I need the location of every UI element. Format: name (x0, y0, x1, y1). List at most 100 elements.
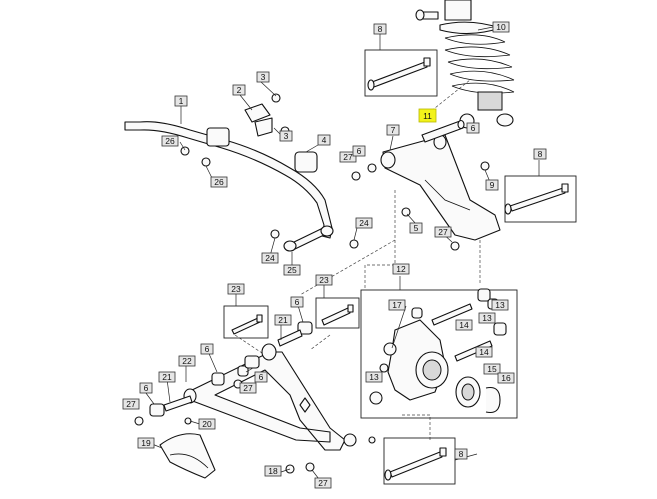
svg-text:14: 14 (479, 347, 489, 357)
svg-text:8: 8 (378, 24, 383, 34)
svg-text:1: 1 (179, 96, 184, 106)
svg-text:6: 6 (259, 372, 264, 382)
callout-4: 4 (317, 134, 331, 146)
svg-text:16: 16 (501, 373, 511, 383)
svg-text:14: 14 (459, 320, 469, 330)
svg-text:6: 6 (295, 297, 300, 307)
callout-18: 18 (264, 465, 282, 477)
callout-9: 9 (485, 179, 499, 191)
svg-text:10: 10 (496, 22, 506, 32)
svg-text:6: 6 (144, 383, 149, 393)
svg-text:13: 13 (482, 313, 492, 323)
svg-text:23: 23 (231, 284, 241, 294)
bolt-box-8-top (364, 49, 438, 97)
callout-8-bottom: 8 (454, 448, 468, 460)
svg-text:13: 13 (495, 300, 505, 310)
svg-text:12: 12 (396, 264, 406, 274)
svg-text:19: 19 (141, 438, 151, 448)
callout-27e: 27 (314, 477, 332, 489)
svg-text:6: 6 (357, 146, 362, 156)
callout-24b: 24 (261, 252, 279, 264)
callout-25: 25 (283, 264, 301, 276)
callout-13a: 13 (491, 299, 509, 311)
svg-text:6: 6 (205, 344, 210, 354)
stabilizer-bar (124, 93, 333, 239)
callout-6e: 6 (254, 371, 268, 383)
callout-15: 15 (483, 363, 501, 375)
bolt-box-23-left (223, 305, 269, 339)
lower-a-arm (183, 343, 376, 451)
callout-20: 20 (198, 418, 216, 430)
callout-6f: 6 (139, 382, 153, 394)
callout-6a: 6 (466, 122, 480, 134)
pivot-tube (421, 119, 465, 143)
callout-6b: 6 (352, 145, 366, 157)
svg-text:23: 23 (319, 275, 329, 285)
svg-text:5: 5 (414, 223, 419, 233)
svg-text:21: 21 (162, 372, 172, 382)
svg-text:6: 6 (471, 123, 476, 133)
callout-14a: 14 (455, 319, 473, 331)
callout-16: 16 (497, 372, 515, 384)
bolt-box-23-right (315, 297, 360, 329)
callout-3a: 3 (256, 71, 270, 83)
svg-text:2: 2 (237, 85, 242, 95)
callout-27b: 27 (434, 226, 452, 238)
bolt-box-8-right (504, 175, 577, 223)
svg-text:3: 3 (284, 131, 289, 141)
callout-3b: 3 (279, 130, 293, 142)
svg-text:24: 24 (265, 253, 275, 263)
svg-text:27: 27 (318, 478, 328, 488)
callout-26a: 26 (161, 135, 179, 147)
svg-text:15: 15 (487, 364, 497, 374)
callout-17: 17 (388, 299, 406, 311)
skid-plate (159, 417, 216, 479)
callout-6d: 6 (200, 343, 214, 355)
callout-12: 12 (392, 263, 410, 275)
bolt-box-8-bottom (383, 437, 456, 485)
callout-22: 22 (178, 355, 196, 367)
callout-13b: 13 (478, 312, 496, 324)
svg-text:9: 9 (490, 180, 495, 190)
callout-1: 1 (174, 95, 188, 107)
svg-text:8: 8 (538, 149, 543, 159)
callout-27c: 27 (239, 382, 257, 394)
callout-26b: 26 (210, 176, 228, 188)
callout-21a: 21 (274, 314, 292, 326)
svg-text:27: 27 (243, 383, 253, 393)
callout-14b: 14 (475, 346, 493, 358)
svg-text:27: 27 (343, 152, 353, 162)
callout-8-right: 8 (533, 148, 547, 160)
callout-6c: 6 (290, 296, 304, 308)
svg-text:26: 26 (214, 177, 224, 187)
svg-text:27: 27 (438, 227, 448, 237)
callout-24a: 24 (355, 217, 373, 229)
svg-text:7: 7 (391, 125, 396, 135)
svg-text:11: 11 (423, 111, 432, 121)
svg-text:8: 8 (459, 449, 464, 459)
svg-text:18: 18 (268, 466, 278, 476)
callout-23a: 23 (227, 283, 245, 295)
lower-arm-bushings (134, 321, 315, 474)
svg-text:3: 3 (261, 72, 266, 82)
callout-19: 19 (137, 437, 155, 449)
callout-27a: 27 (339, 151, 357, 163)
callout-2: 2 (232, 84, 246, 96)
svg-text:4: 4 (322, 135, 327, 145)
svg-text:22: 22 (182, 356, 192, 366)
callout-21b: 21 (158, 371, 176, 383)
callout-13c: 13 (365, 371, 383, 383)
callout-11-highlighted: 11 (418, 108, 437, 123)
callout-23b: 23 (315, 274, 333, 286)
callout-27d: 27 (122, 398, 140, 410)
knuckle-box (360, 288, 518, 419)
callout-10: 10 (492, 21, 510, 33)
svg-text:26: 26 (165, 136, 175, 146)
svg-text:21: 21 (278, 315, 288, 325)
svg-text:27: 27 (126, 399, 136, 409)
callout-5: 5 (409, 222, 423, 234)
callout-7: 7 (386, 124, 400, 136)
svg-text:13: 13 (369, 372, 379, 382)
